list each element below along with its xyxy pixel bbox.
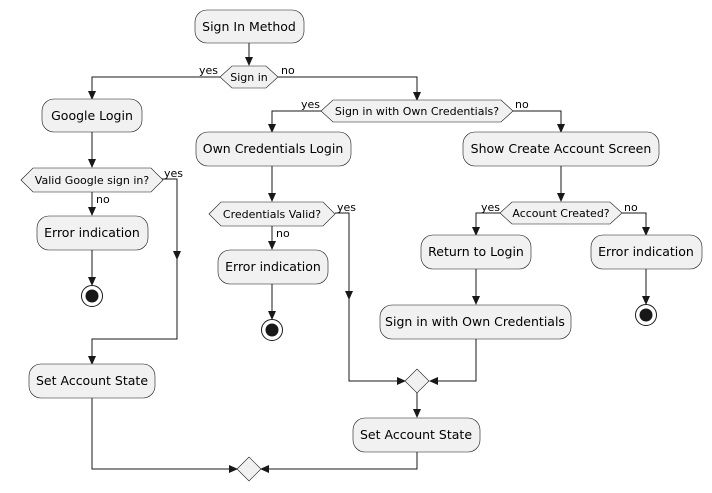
branch-label-cred-valid-no: no: [276, 227, 290, 240]
activity-create-error: Error indication: [590, 234, 703, 270]
activity-label: Return to Login: [428, 244, 524, 259]
arrow-head: [173, 251, 181, 260]
activity-return-to-login: Return to Login: [420, 234, 532, 270]
edge-signin-yes: [91, 76, 220, 99]
arrow-head: [557, 193, 565, 202]
arrow-head: [268, 311, 276, 320]
arrow-head: [345, 291, 353, 300]
stop-google: [81, 285, 103, 307]
branch-label-account-created-yes: yes: [481, 201, 500, 214]
arrow-head: [88, 356, 96, 365]
arrow-head: [397, 377, 406, 385]
arrow-head: [229, 465, 238, 473]
arrow-head: [472, 227, 480, 236]
decision-credentials-valid: Credentials Valid?: [208, 201, 336, 227]
activity-label: Error indication: [44, 225, 140, 240]
edge-signin-no: [278, 76, 418, 100]
arrow-head: [260, 465, 269, 473]
decision-label: Credentials Valid?: [223, 208, 321, 221]
arrow-head: [557, 124, 565, 133]
activity-google-login: Google Login: [41, 98, 143, 133]
arrow-head: [88, 277, 96, 286]
merge-final: [236, 456, 262, 482]
activity-own-credentials-login: Own Credentials Login: [195, 131, 352, 167]
arrow-head: [268, 124, 276, 133]
activity-credentials-error: Error indication: [217, 249, 329, 285]
activity-label: Sign In Method: [202, 19, 296, 34]
activity-label: Error indication: [598, 244, 694, 259]
merge-inner: [404, 368, 430, 394]
arrow-head: [429, 377, 438, 385]
arrow-head: [413, 409, 421, 418]
branch-label-own-cred-no: no: [515, 98, 529, 111]
edges: [88, 43, 650, 473]
branch-label-own-cred-yes: yes: [301, 98, 320, 111]
activity-label: Error indication: [225, 259, 321, 274]
arrow-head: [88, 207, 96, 216]
activity-label: Set Account State: [36, 373, 148, 388]
branch-label-valid-google-yes: yes: [164, 167, 183, 180]
arrow-head: [268, 241, 276, 250]
edge-account-created-no: [622, 212, 647, 235]
branch-label-valid-google-no: no: [96, 193, 110, 206]
arrow-head: [642, 296, 650, 305]
decision-own-credentials: Sign in with Own Credentials?: [320, 99, 514, 123]
activity-show-create-account: Show Create Account Screen: [462, 131, 660, 167]
activity-google-error: Error indication: [36, 215, 149, 251]
branch-label-account-created-no: no: [624, 201, 638, 214]
activity-label: Set Account State: [360, 427, 472, 442]
decision-label: Sign in: [230, 71, 268, 84]
decision-sign-in: Sign in: [219, 65, 279, 89]
decision-label: Sign in with Own Credentials?: [335, 105, 499, 118]
decision-valid-google: Valid Google sign in?: [20, 167, 164, 193]
arrow-head: [413, 92, 421, 101]
edge-own-cred-no: [513, 110, 562, 132]
arrow-head: [88, 91, 96, 100]
decision-account-created: Account Created?: [499, 201, 623, 225]
branch-label-cred-valid-yes: yes: [337, 201, 356, 214]
activity-set-account-state-left: Set Account State: [28, 363, 156, 399]
edge-cred-valid-yes: [335, 212, 405, 382]
activity-set-account-state-center: Set Account State: [352, 417, 481, 453]
activity-label: Sign in with Own Credentials: [385, 314, 565, 329]
activity-start: Sign In Method: [194, 9, 305, 44]
edge-account-created-yes: [475, 212, 500, 235]
stop-credentials: [261, 319, 283, 341]
stop-create-account: [635, 304, 657, 326]
arrow-head: [472, 296, 480, 305]
activity-label: Google Login: [51, 108, 133, 123]
activity-label: Own Credentials Login: [203, 141, 344, 156]
edge-valid-google-yes: [91, 178, 178, 364]
branch-label-sign-in-no: no: [281, 64, 295, 77]
arrow-head: [245, 57, 253, 66]
edge-center-state-to-merge: [261, 452, 418, 470]
branch-label-sign-in-yes: yes: [199, 64, 218, 77]
decision-label: Account Created?: [512, 207, 609, 220]
arrow-head: [642, 227, 650, 236]
activity-label: Show Create Account Screen: [471, 141, 652, 156]
edge-left-state-to-merge: [91, 398, 237, 470]
arrow-head: [268, 193, 276, 202]
decision-label: Valid Google sign in?: [35, 174, 150, 187]
edge-signin-own-to-merge: [430, 339, 477, 382]
edge-own-cred-yes: [271, 110, 321, 132]
activity-sign-in-own-credentials: Sign in with Own Credentials: [379, 304, 572, 340]
arrow-head: [88, 159, 96, 168]
